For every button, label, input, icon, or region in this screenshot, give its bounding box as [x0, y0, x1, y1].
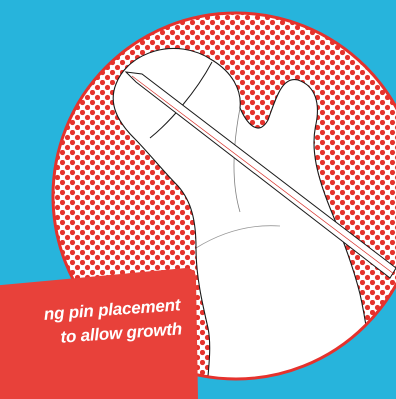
caption-box [0, 268, 198, 399]
